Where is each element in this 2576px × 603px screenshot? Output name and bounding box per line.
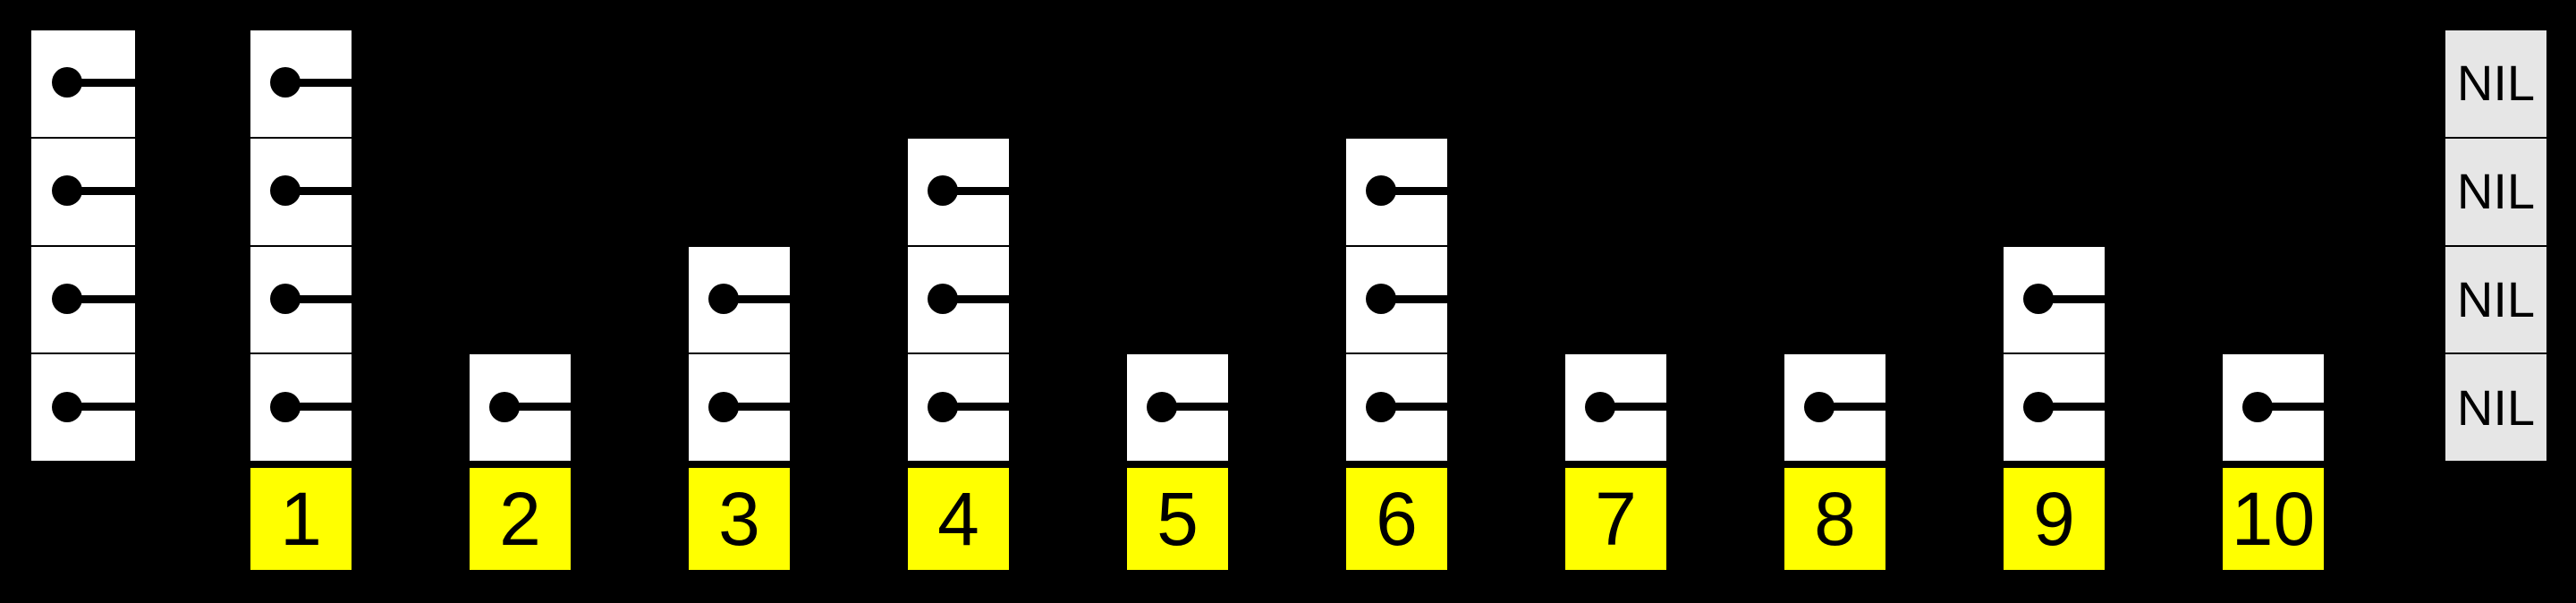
forward-pointer-level-0 [2038,403,2221,412]
nil-cell-level-0: NIL [2444,352,2548,463]
forward-pointer-level-0 [284,403,468,412]
pointer-arrowhead-level-0 [1328,395,1346,419]
key-label: 10 [2231,477,2316,561]
key-label: 6 [1376,477,1418,561]
key-label: 4 [937,477,979,561]
nil-cell-level-3: NIL [2444,29,2548,139]
pointer-arrowhead-level-0 [1547,395,1565,419]
key-box-6: 6 [1344,466,1449,572]
pointer-arrowhead-level-0 [890,395,908,419]
pointer-arrowhead-level-3 [2428,71,2445,95]
pointer-arrowhead-level-1 [1328,287,1346,310]
forward-pointer-level-0 [723,403,906,412]
pointer-arrowhead-level-2 [890,179,908,203]
pointer-arrowhead-level-1 [233,287,250,310]
nil-cell-level-2: NIL [2444,136,2548,247]
key-box-3: 3 [687,466,792,572]
forward-pointer-level-0 [1161,403,1344,412]
key-label: 5 [1157,477,1199,561]
forward-pointer-level-1 [942,294,1344,303]
nil-label: NIL [2456,55,2536,112]
key-label: 2 [499,477,541,561]
forward-pointer-level-0 [2257,403,2444,412]
key-label: 9 [2033,477,2075,561]
forward-pointer-level-2 [67,186,249,195]
nil-label: NIL [2456,163,2536,220]
forward-pointer-level-1 [1380,294,2002,303]
pointer-arrowhead-level-2 [2428,179,2445,203]
pointer-arrowhead-level-0 [1109,395,1127,419]
pointer-arrowhead-level-0 [671,395,689,419]
pointer-arrowhead-level-0 [2205,395,2223,419]
key-box-4: 4 [906,466,1011,572]
pointer-arrowhead-level-0 [452,395,470,419]
forward-pointer-level-0 [1818,403,2002,412]
forward-pointer-level-1 [2038,294,2444,303]
pointer-arrowhead-level-1 [1986,287,2004,310]
forward-pointer-level-1 [67,294,249,303]
forward-pointer-level-3 [284,78,2444,87]
forward-pointer-level-2 [1380,186,2444,195]
forward-pointer-level-0 [942,403,1125,412]
forward-pointer-level-1 [723,294,906,303]
pointer-arrowhead-level-0 [1986,395,2004,419]
pointer-arrowhead-level-1 [2428,287,2445,310]
forward-pointer-level-2 [284,186,906,195]
key-label: 3 [718,477,760,561]
key-box-8: 8 [1783,466,1887,572]
key-box-7: 7 [1563,466,1668,572]
key-box-10: 10 [2221,466,2326,572]
key-label: 1 [280,477,322,561]
key-label: 7 [1595,477,1637,561]
nil-label: NIL [2456,378,2536,436]
forward-pointer-level-0 [67,403,249,412]
forward-pointer-level-0 [1380,403,1563,412]
forward-pointer-level-0 [1599,403,1783,412]
pointer-arrowhead-level-2 [1328,179,1346,203]
pointer-arrowhead-level-0 [233,395,250,419]
pointer-arrowhead-level-0 [1767,395,1784,419]
pointer-arrowhead-level-0 [2428,395,2445,419]
nil-label: NIL [2456,270,2536,327]
key-label: 8 [1814,477,1856,561]
pointer-arrowhead-level-1 [671,287,689,310]
nil-cell-level-1: NIL [2444,244,2548,355]
key-box-2: 2 [468,466,572,572]
key-box-1: 1 [249,466,353,572]
pointer-arrowhead-level-3 [233,71,250,95]
key-box-5: 5 [1125,466,1230,572]
key-box-9: 9 [2002,466,2106,572]
pointer-arrowhead-level-1 [890,287,908,310]
forward-pointer-level-3 [67,78,249,87]
forward-pointer-level-2 [942,186,1344,195]
pointer-arrowhead-level-2 [233,179,250,203]
forward-pointer-level-0 [504,403,687,412]
forward-pointer-level-1 [284,294,687,303]
